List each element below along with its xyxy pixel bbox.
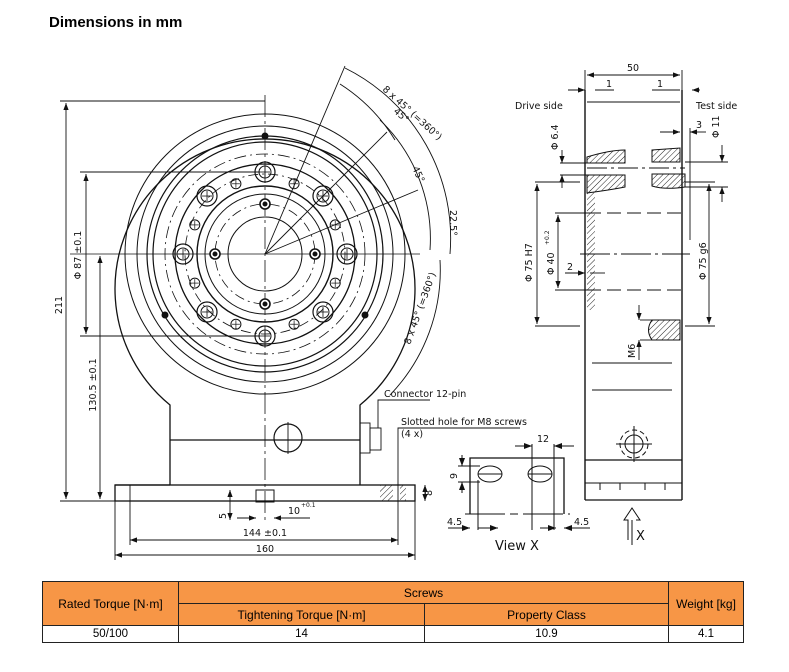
page-title: Dimensions in mm <box>49 14 183 31</box>
bolt-hole-large <box>196 301 218 323</box>
bolt-hole-inner <box>340 247 354 261</box>
dim-160: 160 <box>256 544 274 555</box>
dim-211: 211 <box>54 296 65 314</box>
dim-d40-tol: +0.2 <box>544 230 551 245</box>
bolt-hole-small <box>329 219 341 231</box>
bolt-hole-inner <box>200 305 214 319</box>
dim-2: 2 <box>567 262 573 273</box>
thread-hole-center <box>212 251 218 257</box>
note-connector: Connector 12-pin <box>384 389 466 400</box>
bolt-hole-inner <box>316 189 330 203</box>
dim-130-5: 130.5 ±0.1 <box>88 358 99 411</box>
bolt-hole-large <box>312 301 334 323</box>
dim-9: 9 <box>449 473 460 479</box>
note-slotted-count: (4 x) <box>401 429 423 440</box>
dim-12: 12 <box>537 434 549 445</box>
cell-weight: 4.1 <box>668 625 744 643</box>
front-view <box>70 95 420 520</box>
dim-1-left: 1 <box>606 79 612 90</box>
bolt-hole-small <box>329 277 341 289</box>
side-view <box>580 90 690 501</box>
cell-tightening-torque: 14 <box>178 625 425 643</box>
dim-5: 5 <box>218 513 229 519</box>
dim-4-5-left: 4.5 <box>447 517 462 528</box>
dim-10: 10 <box>288 506 300 517</box>
angle-22-5: 22.5° <box>447 210 458 236</box>
header-property-class: Property Class <box>424 603 669 626</box>
note-slotted-hole: Slotted hole for M8 screws <box>401 417 527 428</box>
bolt-hole-large <box>172 243 194 265</box>
view-x <box>448 443 641 545</box>
pin-hole <box>261 132 269 140</box>
header-screws: Screws <box>178 581 669 604</box>
bolt-hole-large <box>312 185 334 207</box>
view-x-label: View X <box>495 539 539 554</box>
bolt-hole-small <box>189 219 201 231</box>
dim-d87: Φ 87 ±0.1 <box>73 231 84 280</box>
thread-m6: M6 <box>627 344 638 358</box>
thread-hole-center <box>262 201 268 207</box>
label-test-side: Test side <box>695 101 737 112</box>
bolt-hole-small <box>288 178 300 190</box>
thread-hole-center <box>262 301 268 307</box>
table-row: 50/100 14 10.9 4.1 <box>42 625 744 643</box>
thread-hole-center <box>312 251 318 257</box>
angle-45-b: 45° <box>409 165 426 185</box>
angle-8x45-top: 8 x 45° (=360°) <box>380 84 444 143</box>
dim-8: 8 <box>424 490 435 496</box>
dim-144: 144 ±0.1 <box>243 528 287 539</box>
cell-property-class: 10.9 <box>424 625 669 643</box>
bolt-hole-large <box>336 243 358 265</box>
dim-d75-g6: Φ 75 g6 <box>698 242 709 280</box>
pin-hole <box>161 311 169 319</box>
header-tightening-torque: Tightening Torque [N·m] <box>178 603 425 626</box>
cell-rated-torque: 50/100 <box>42 625 179 643</box>
header-rated-torque: Rated Torque [N·m] <box>42 581 179 626</box>
bolt-hole-small <box>189 277 201 289</box>
view-x-labels: 12 9 4.5 4.5 View X X <box>447 434 645 554</box>
dim-d6-4: Φ 6.4 <box>550 124 561 150</box>
side-labels: 50 1 1 Drive side Test side 3 Φ 11 Φ 6.4… <box>515 63 737 358</box>
dim-d75-h7: Φ 75 H7 <box>524 243 535 282</box>
bolt-hole-inner <box>200 189 214 203</box>
view-x-arrow-label: X <box>636 529 645 544</box>
dim-4-5-right: 4.5 <box>574 517 589 528</box>
front-dimensions <box>60 65 520 560</box>
bolt-hole-small <box>288 318 300 330</box>
bolt-hole-inner <box>176 247 190 261</box>
header-weight: Weight [kg] <box>668 581 744 626</box>
dim-50: 50 <box>627 63 639 74</box>
side-dimensions <box>534 70 728 360</box>
specs-table: Rated Torque [N·m] Screws Weight [kg] Ti… <box>42 581 744 643</box>
bolt-hole-large <box>196 185 218 207</box>
technical-drawing: 211 Φ 87 ±0.1 130.5 ±0.1 144 ±0.1 160 5 … <box>54 63 737 560</box>
label-drive-side: Drive side <box>515 101 563 112</box>
bolt-hole-inner <box>316 305 330 319</box>
dim-d40: Φ 40 <box>546 252 557 275</box>
bolt-hole-small <box>230 178 242 190</box>
dim-d11: Φ 11 <box>711 115 722 138</box>
pin-hole <box>361 311 369 319</box>
dim-3: 3 <box>696 120 702 131</box>
dim-10-tol: +0.1 <box>301 502 316 509</box>
dim-1-right: 1 <box>657 79 663 90</box>
angle-8x45-bottom: 8 x 45° (=360°) <box>402 271 438 346</box>
bolt-hole-small <box>230 318 242 330</box>
